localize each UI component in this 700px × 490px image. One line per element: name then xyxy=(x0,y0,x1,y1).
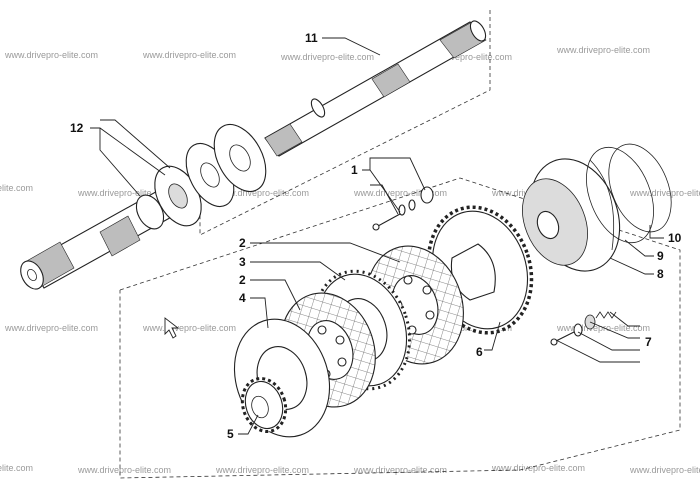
assembly-outline-lower xyxy=(119,177,681,479)
leader-7c xyxy=(555,339,640,363)
disc-hole xyxy=(425,310,435,320)
watermark-text: www.drivepro-elite.com xyxy=(142,50,236,60)
leader-2-lower xyxy=(250,279,301,311)
watermark-text: www.drivepro-elite.com xyxy=(77,188,171,198)
drum-rim-line xyxy=(589,159,615,251)
pin-washer-2 xyxy=(408,199,416,211)
callout-8: 8 xyxy=(657,267,664,281)
callout-2-upper: 2 xyxy=(239,236,246,250)
disc-hole xyxy=(317,325,327,335)
callout-9: 9 xyxy=(657,249,664,263)
watermark-text: www.drivepro-elite.com xyxy=(418,52,512,62)
thrust-washers xyxy=(185,124,267,208)
pin-set xyxy=(372,186,434,231)
watermark-text: www.drivepro-elite.com xyxy=(629,465,700,475)
leader-12b xyxy=(99,128,141,197)
leader-7b xyxy=(577,331,640,351)
watermark-text: www.drivepro-elite.com xyxy=(418,323,512,333)
callout-12: 12 xyxy=(70,121,84,135)
leader-11 xyxy=(322,37,381,56)
output-shaft-spline-2 xyxy=(99,215,141,257)
callout-3: 3 xyxy=(239,255,246,269)
thrust-washer-2 xyxy=(213,124,267,192)
output-shaft-collar xyxy=(135,194,165,230)
cursor-icon xyxy=(164,317,180,339)
watermark-text: www.drivepro-elite.com xyxy=(215,465,309,475)
pin-shank xyxy=(377,213,401,227)
output-shaft-assembly xyxy=(20,165,202,290)
leader-5 xyxy=(238,414,259,435)
disc-hole xyxy=(422,285,432,295)
watermark-text: www.drivepro-elite.com xyxy=(77,465,171,475)
pin-washer-1 xyxy=(398,204,406,216)
watermark-text: www.drivepro-elite.com xyxy=(353,188,447,198)
disc-hole xyxy=(335,335,345,345)
leader-lines xyxy=(90,37,664,435)
drum-hub xyxy=(536,210,560,240)
thrust-washer-2-bore xyxy=(229,144,251,172)
callout-4: 4 xyxy=(239,291,246,305)
watermark-text: www.drivepro-elite.com xyxy=(0,463,33,473)
leader-10 xyxy=(649,225,664,239)
output-shaft-bore xyxy=(27,268,37,282)
output-shaft-flange-hub xyxy=(168,183,188,209)
bushing xyxy=(420,186,434,204)
leader-7a xyxy=(589,321,640,339)
watermark-text: www.drivepro-elite.com xyxy=(556,45,650,55)
spring-bolt-head xyxy=(550,338,558,346)
watermark-text: www.drivepro-elite.com xyxy=(215,188,309,198)
main-shaft xyxy=(264,20,487,157)
disc-hole xyxy=(403,275,413,285)
watermark-text: www.drivepro-elite.com xyxy=(142,323,236,333)
thrust-washer-1-bore xyxy=(200,162,220,188)
callout-5: 5 xyxy=(227,427,234,441)
callout-labels: 11 12 1 2 3 2 4 5 6 7 8 9 10 xyxy=(70,31,682,441)
leader-3 xyxy=(250,261,346,281)
watermark-text: www.drivepro-elite.com xyxy=(0,183,33,193)
watermark-text: www.drivepro-elite.com xyxy=(4,50,98,60)
shaft-spline-inner xyxy=(264,123,303,157)
splined-hub-bore xyxy=(251,395,269,419)
shaft-spline-middle xyxy=(371,63,411,98)
callout-7: 7 xyxy=(645,335,652,349)
shaft-end-face xyxy=(469,20,487,42)
spring-bolt xyxy=(555,331,575,342)
watermark-text: www.drivepro-elite.com xyxy=(4,323,98,333)
pin-head xyxy=(372,223,380,231)
leader-9 xyxy=(624,239,654,257)
output-shaft-end xyxy=(20,260,44,290)
leader-12c xyxy=(100,119,171,169)
disc-hole xyxy=(337,357,347,367)
spring-washer xyxy=(573,323,583,337)
callout-2-lower: 2 xyxy=(239,273,246,287)
leader-1c xyxy=(370,184,399,215)
leader-1b xyxy=(369,157,426,191)
callout-1: 1 xyxy=(351,163,358,177)
leader-4 xyxy=(250,297,269,329)
coil-spring xyxy=(595,311,617,319)
splined-hub-body xyxy=(244,380,284,430)
callout-11: 11 xyxy=(305,31,318,45)
shaft-groove xyxy=(310,98,326,118)
leader-6 xyxy=(484,321,501,351)
clutch-drum xyxy=(522,158,621,272)
leader-8 xyxy=(609,257,654,275)
callout-6: 6 xyxy=(476,345,483,359)
callout-10: 10 xyxy=(668,231,682,245)
watermark-text: www.drivepro-elite.com xyxy=(629,188,700,198)
seal-ring-10 xyxy=(608,143,672,233)
leader-7d xyxy=(609,311,640,327)
leader-2-upper xyxy=(250,242,401,263)
watermark-text: www.drivepro-elite.com xyxy=(280,52,374,62)
watermark-text: www.drivepro-elite.com xyxy=(491,463,585,473)
watermark-text: www.drivepro-elite.com xyxy=(353,465,447,475)
seal-ring-9 xyxy=(586,146,654,244)
watermark-text: www.drivepro-elite.com xyxy=(556,323,650,333)
splined-hub xyxy=(240,377,288,433)
